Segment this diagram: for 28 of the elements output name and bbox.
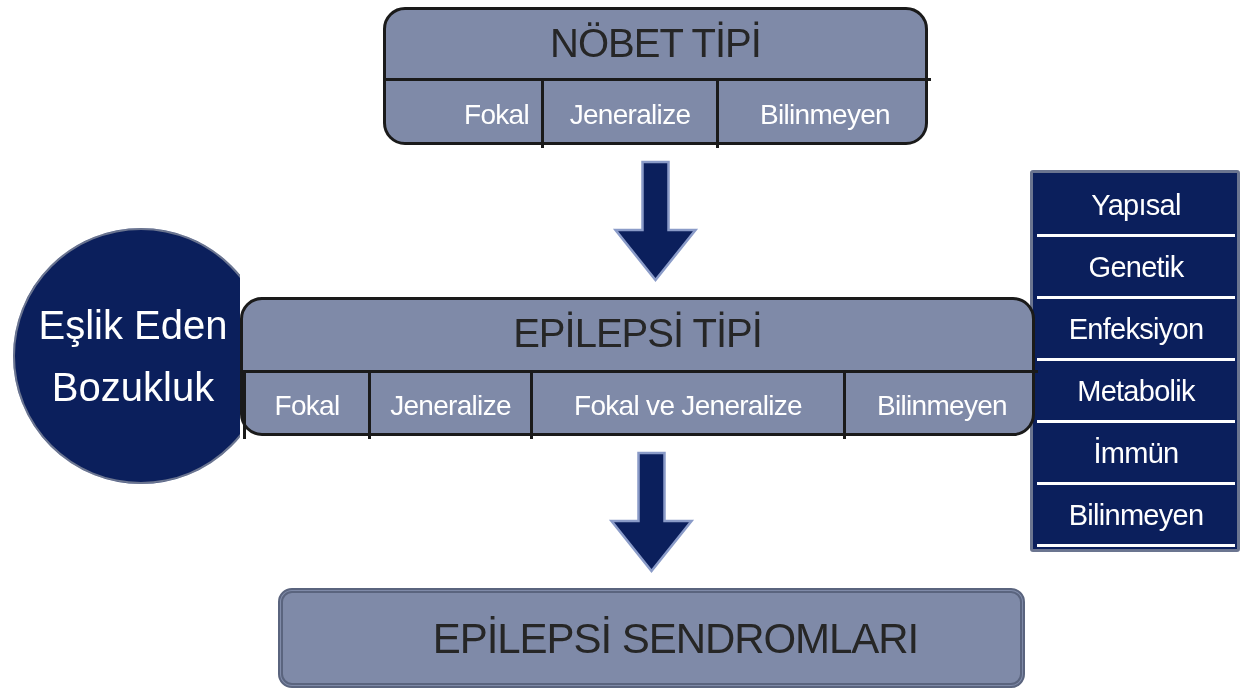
cell-label: Jeneralize — [569, 97, 691, 132]
cell-label: Jeneralize — [390, 389, 511, 423]
side-label: Metabolik — [1077, 373, 1195, 409]
table-cell — [368, 370, 530, 439]
table-cell — [716, 78, 931, 148]
side-label: Bilinmeyen — [1068, 497, 1204, 533]
cell-label: Bilinmeyen — [760, 97, 890, 132]
cell-label: Bilinmeyen — [877, 389, 1007, 423]
cell-label: Fokal ve Jeneralize — [574, 389, 802, 423]
title-banner — [278, 588, 1025, 688]
block-arrow — [612, 160, 699, 282]
table-cell — [243, 370, 368, 439]
circle-label: Eşlik Eden Bozukluk — [37, 302, 229, 411]
table-title: NÖBET TİPİ — [549, 20, 762, 67]
table-cell — [530, 370, 843, 439]
side-label: Genetik — [1088, 249, 1184, 285]
table-title: EPİLEPSİ TİPİ — [512, 310, 763, 357]
table-cell — [541, 78, 716, 148]
cell-label: Fokal — [464, 97, 529, 132]
header-table — [240, 297, 1035, 436]
header-table — [383, 7, 928, 145]
banner-title: EPİLEPSİ SENDROMLARI — [431, 613, 919, 664]
side-label: Enfeksiyon — [1068, 311, 1204, 347]
block-arrow — [608, 451, 695, 573]
side-label: Yapısal — [1091, 187, 1181, 223]
side-label: İmmün — [1093, 435, 1179, 471]
cell-label: Fokal — [274, 389, 340, 423]
side-panel — [1030, 170, 1240, 552]
